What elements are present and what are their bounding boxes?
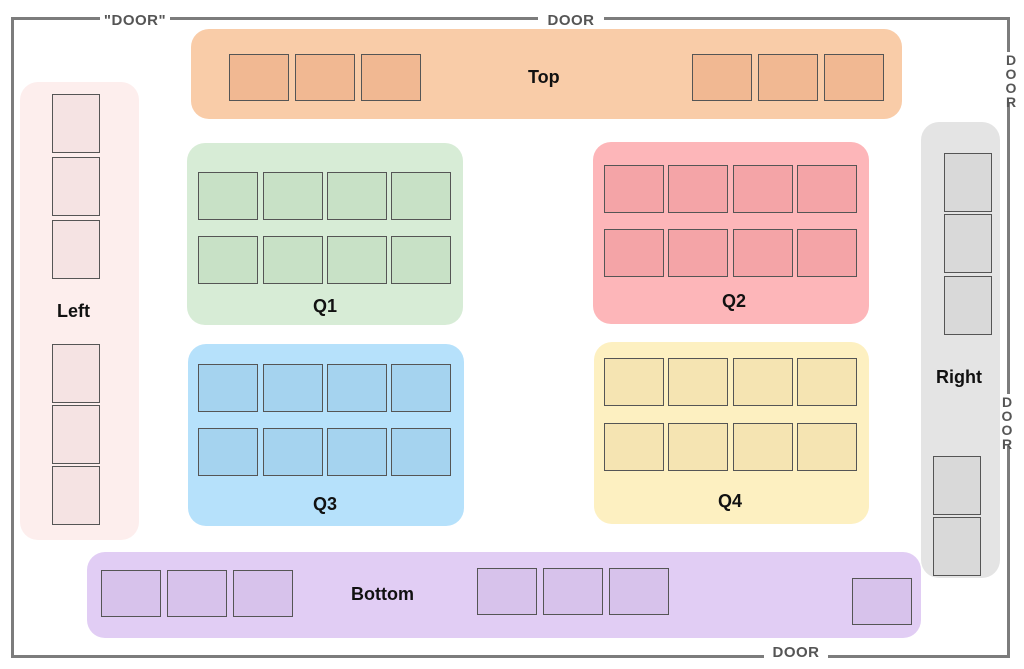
table-left-2 [52, 157, 100, 216]
table-q2-3 [733, 165, 793, 213]
table-bottom-1 [101, 570, 161, 617]
table-q2-5 [604, 229, 664, 277]
table-q4-3 [733, 358, 793, 406]
table-q4-2 [668, 358, 728, 406]
table-q3-4 [391, 364, 451, 412]
zone-label-q2: Q2 [722, 291, 747, 311]
table-left-5 [52, 405, 100, 464]
table-q3-3 [327, 364, 387, 412]
door-top-center: DOOR [538, 12, 604, 30]
zone-label-right: Right [936, 367, 982, 387]
table-q2-8 [797, 229, 857, 277]
table-q3-2 [263, 364, 323, 412]
zone-label-q3: Q3 [313, 494, 338, 514]
table-bottom-6 [609, 568, 669, 615]
table-q2-6 [668, 229, 728, 277]
table-right-4 [933, 456, 981, 515]
table-left-6 [52, 466, 100, 525]
table-q4-1 [604, 358, 664, 406]
table-bottom-4 [477, 568, 537, 615]
table-q4-7 [733, 423, 793, 471]
wall-top [11, 17, 1010, 20]
table-q3-8 [391, 428, 451, 476]
table-q1-5 [198, 236, 258, 284]
table-right-2 [944, 214, 992, 273]
zone-label-q4: Q4 [718, 491, 743, 511]
table-q1-3 [327, 172, 387, 220]
table-q3-5 [198, 428, 258, 476]
wall-left [11, 17, 14, 658]
zone-label-left: Left [57, 301, 90, 321]
table-q2-4 [797, 165, 857, 213]
table-q3-7 [327, 428, 387, 476]
zone-label-q1: Q1 [313, 296, 338, 316]
wall-bottom [11, 655, 1010, 658]
table-q2-2 [668, 165, 728, 213]
table-top-2 [295, 54, 355, 101]
door-right-top: DOOR [998, 52, 1020, 108]
table-top-3 [361, 54, 421, 101]
table-q4-4 [797, 358, 857, 406]
table-q4-6 [668, 423, 728, 471]
table-bottom-2 [167, 570, 227, 617]
table-q1-7 [327, 236, 387, 284]
table-bottom-5 [543, 568, 603, 615]
table-top-4 [692, 54, 752, 101]
table-left-1 [52, 94, 100, 153]
zone-label-bottom: Bottom [351, 584, 414, 604]
table-q1-4 [391, 172, 451, 220]
door-top-left: "DOOR" [100, 12, 170, 30]
table-q4-5 [604, 423, 664, 471]
table-top-6 [824, 54, 884, 101]
table-right-1 [944, 153, 992, 212]
table-right-3 [944, 276, 992, 335]
table-right-5 [933, 517, 981, 576]
zone-label-top: Top [528, 67, 560, 87]
table-q2-1 [604, 165, 664, 213]
wall-right [1007, 17, 1010, 658]
table-left-4 [52, 344, 100, 403]
table-q3-6 [263, 428, 323, 476]
table-q3-1 [198, 364, 258, 412]
door-bottom: DOOR [764, 644, 828, 662]
table-q2-7 [733, 229, 793, 277]
table-bottom-7 [852, 578, 912, 625]
table-bottom-3 [233, 570, 293, 617]
table-top-5 [758, 54, 818, 101]
table-top-1 [229, 54, 289, 101]
table-q1-1 [198, 172, 258, 220]
table-q1-6 [263, 236, 323, 284]
table-left-3 [52, 220, 100, 279]
table-q1-2 [263, 172, 323, 220]
table-q4-8 [797, 423, 857, 471]
table-q1-8 [391, 236, 451, 284]
